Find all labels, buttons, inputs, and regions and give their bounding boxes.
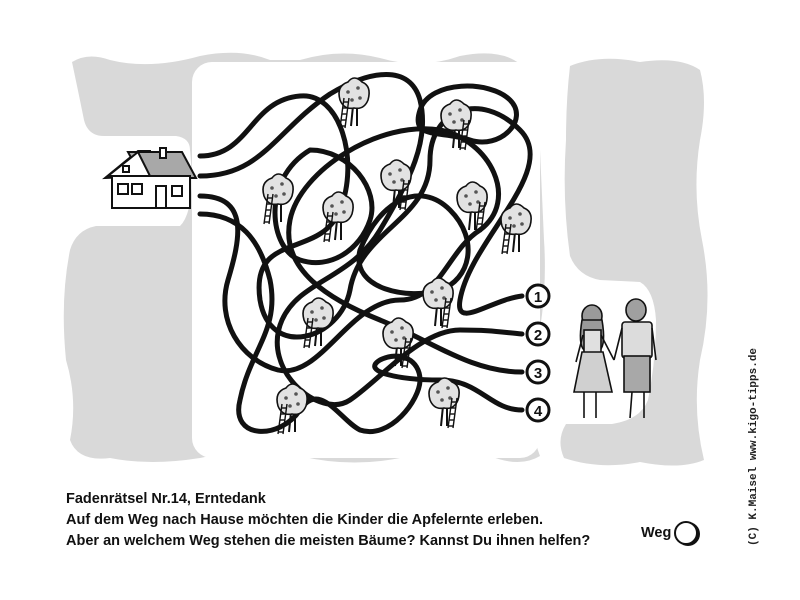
exit-circle-3[interactable]: 3 [525, 359, 551, 385]
ladder-icon [263, 193, 274, 225]
apple-tree-icon [276, 383, 308, 433]
copyright-notice: (C) K.Maisel www.kigo-tipps.de [748, 347, 760, 546]
exit-label-1: 1 [534, 289, 542, 306]
ladder-icon [401, 337, 412, 369]
maze-path-3[interactable] [197, 126, 525, 375]
exit-label-3: 3 [534, 365, 542, 382]
apple-tree-icon [302, 297, 334, 347]
apple-tree-icon [262, 173, 294, 223]
exit-numbers: 1 2 3 4 [525, 283, 551, 423]
maze-lines [197, 72, 533, 435]
boy-figure [613, 298, 657, 419]
maze-extra-loop-a [272, 147, 375, 266]
house-icon [102, 147, 198, 209]
exit-label-2: 2 [534, 327, 542, 344]
ladder-icon [323, 211, 334, 243]
exit-circle-2[interactable]: 2 [525, 321, 551, 347]
question-line-2: Aber an welchem Weg stehen die meisten B… [66, 533, 591, 549]
girl-figure [573, 304, 615, 418]
children-icon [573, 298, 657, 419]
ladder-icon [339, 97, 350, 129]
ladder-icon [399, 179, 410, 211]
ladder-icon [441, 297, 452, 329]
ladder-icon [303, 317, 314, 349]
ladder-icon [277, 403, 288, 435]
answer-label: Weg [641, 525, 672, 541]
exit-label-4: 4 [534, 403, 543, 420]
apple-tree-icon [500, 203, 532, 253]
puzzle-title: Fadenrätsel Nr.14, Erntedank [66, 491, 266, 507]
maze-path-4[interactable] [197, 211, 525, 435]
exit-circle-4[interactable]: 4 [525, 397, 551, 423]
trees [262, 77, 532, 435]
apple-tree-icon [322, 191, 354, 241]
answer-input-circle[interactable] [674, 521, 699, 545]
ladder-icon [501, 223, 512, 255]
ladder-icon [447, 397, 458, 429]
ladder-icon [459, 119, 470, 151]
question-line-1: Auf dem Weg nach Hause möchten die Kinde… [66, 512, 543, 528]
maze-extra-loop-c [415, 83, 519, 145]
exit-circle-1[interactable]: 1 [525, 283, 551, 309]
maze-path-1[interactable] [197, 93, 533, 340]
answer-box: Weg [641, 521, 699, 545]
ladder-icon [475, 201, 486, 233]
right-background-blob [560, 58, 708, 466]
apple-tree-icon [338, 77, 370, 127]
